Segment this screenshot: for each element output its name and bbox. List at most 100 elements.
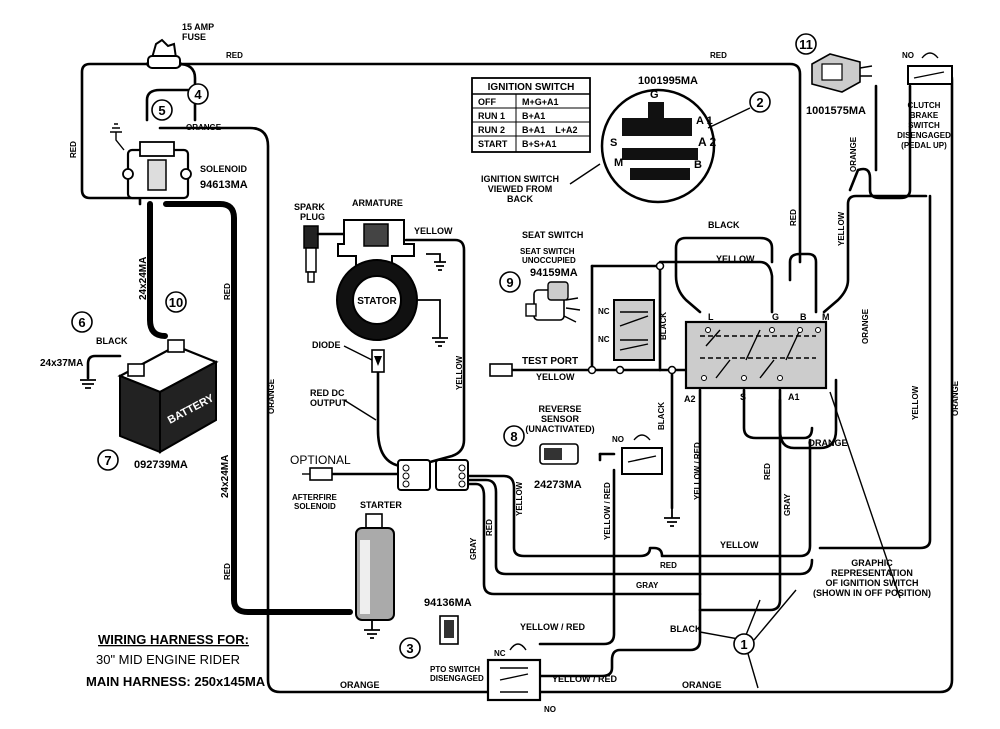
box-term-b: B (800, 312, 807, 322)
reverse-no-label: NO (612, 435, 624, 444)
svg-text:10: 10 (169, 295, 183, 310)
yellow-wire-right (818, 194, 932, 550)
box-term-g: G (772, 312, 779, 322)
battery: BATTERY 092739MA (117, 339, 219, 471)
ignition-table-title: IGNITION SWITCH (488, 82, 575, 93)
wl-yellow-top: YELLOW (716, 254, 755, 264)
starter-cable (163, 201, 353, 615)
svg-text:3: 3 (406, 641, 413, 656)
title-line3: MAIN HARNESS: 250x145MA (86, 674, 266, 689)
yellow-armature (404, 238, 466, 464)
graphic-pointer-line (829, 391, 901, 599)
wl-yr-h2: YELLOW / RED (552, 674, 618, 684)
relay: 1001575MA (806, 53, 873, 117)
wl-red-top-2: RED (710, 51, 727, 60)
clutch-no-label: NO (902, 51, 914, 60)
wl-orange-box: ORANGE (808, 438, 848, 448)
pto-nc-label: NC (494, 649, 506, 658)
wl-red-right: RED (789, 209, 798, 226)
ign-b: B (694, 159, 702, 171)
wl-orange-b2: ORANGE (682, 680, 722, 690)
callout-9: 9 (499, 271, 521, 293)
callout-1: 1 (733, 633, 755, 655)
wl-black-v: BLACK (657, 402, 666, 430)
ign-a2: A 2 (698, 135, 717, 149)
callout-10: 10 (165, 291, 187, 313)
svg-text:9: 9 (506, 275, 513, 290)
wl-orange-far: ORANGE (951, 380, 960, 416)
ign-m: M (614, 157, 623, 169)
svg-text:7: 7 (104, 453, 111, 468)
ignition-row-position: START (478, 139, 508, 149)
wl-orange-v: ORANGE (267, 378, 276, 414)
callout-4: 4 (187, 83, 209, 105)
svg-text:4: 4 (194, 87, 202, 102)
pto-switch-schematic: NC NO (486, 643, 556, 714)
diode-label: DIODE (312, 340, 341, 350)
svg-text:8: 8 (510, 429, 517, 444)
ign-g: G (650, 89, 659, 101)
red-wire-top (176, 62, 802, 264)
wl-yellow-h: YELLOW (720, 540, 759, 550)
wire-labels: RED RED RED ORANGE RED RED ORANGE 24x24M… (69, 51, 960, 690)
test-port-label: TEST PORT (522, 356, 578, 367)
box-term-a1: A1 (788, 392, 800, 402)
starter: STARTER (355, 500, 402, 639)
seat-nc-1: NC (598, 307, 610, 316)
battery-part: 092739MA (134, 459, 188, 471)
ground-cable-label: 24x37MA (40, 358, 83, 369)
orange-wire-left (158, 126, 490, 694)
wl-yellow-v2: YELLOW (515, 481, 524, 516)
stator-label: STATOR (357, 296, 397, 307)
wl-red-v3: RED (485, 519, 494, 536)
wl-yr-v2: YELLOW / RED (693, 442, 702, 500)
junction-dots (146, 60, 677, 375)
ignition-row-connection: M+G+A1 (522, 97, 559, 107)
ign-s: S (610, 137, 617, 149)
seat-switch-label: SEAT SWITCH (522, 230, 583, 240)
wl-red-box: RED (763, 463, 772, 480)
wl-cable-2: 24x24MA (220, 455, 231, 498)
title-line2: 30" MID ENGINE RIDER (96, 652, 240, 667)
stator: STATOR (336, 259, 448, 347)
wl-gray-v: GRAY (469, 537, 478, 560)
test-port: TEST PORT (489, 356, 578, 377)
starter-label: STARTER (360, 500, 402, 510)
title-block: WIRING HARNESS FOR: 30" MID ENGINE RIDER… (86, 632, 266, 689)
ignition-row-connection: B+A1 (522, 111, 545, 121)
ignition-row-position: RUN 2 (478, 125, 505, 135)
wl-red-h: RED (660, 561, 677, 570)
wl-cable-1: 24x24MA (138, 257, 149, 300)
wl-yr-h1: YELLOW / RED (520, 622, 586, 632)
pto-no-label: NO (544, 705, 556, 714)
optional-label: OPTIONAL (290, 453, 351, 467)
wl-red-v2: RED (223, 563, 232, 580)
wl-yr-v1: YELLOW / RED (603, 482, 612, 540)
red-wire-left-loop (80, 62, 152, 200)
wl-orange-sol: ORANGE (186, 123, 222, 132)
callout-2: 2 (749, 91, 771, 113)
title-line1: WIRING HARNESS FOR: (98, 632, 249, 647)
wl-yellow-tp: YELLOW (536, 372, 575, 382)
callouts: 1 2 3 4 5 6 7 8 9 10 11 (71, 33, 817, 659)
wl-gray-box: GRAY (783, 493, 792, 516)
yellow-red-wire-1 (538, 468, 616, 646)
svg-text:1: 1 (740, 637, 747, 652)
reverse-part: 24273MA (534, 479, 582, 491)
